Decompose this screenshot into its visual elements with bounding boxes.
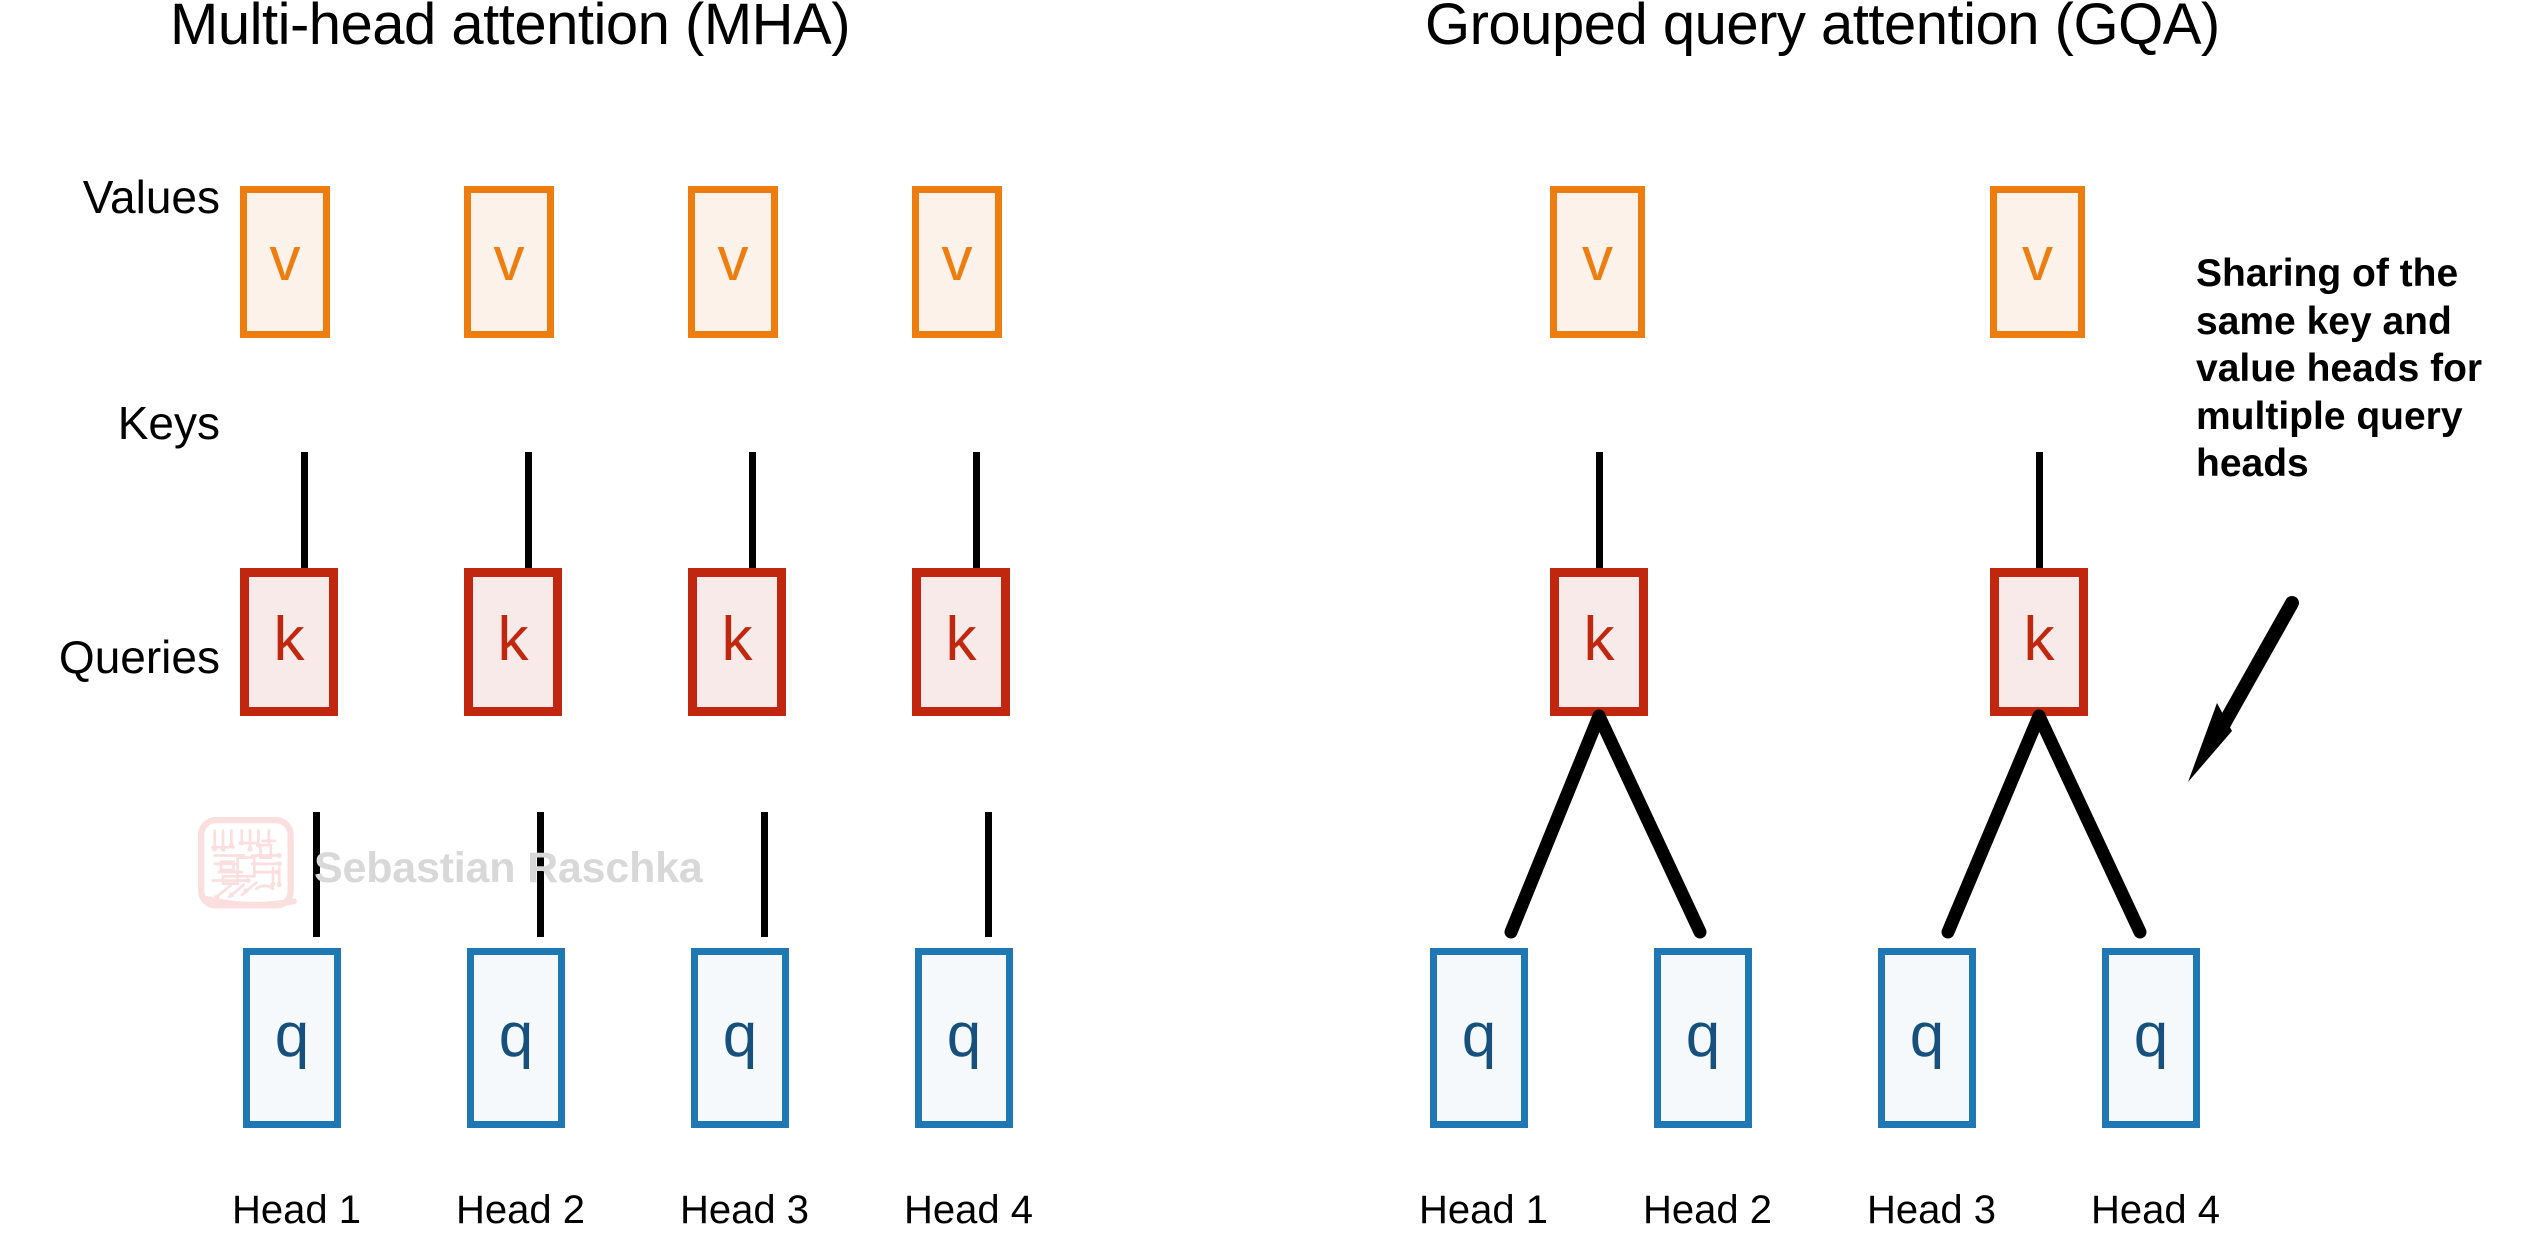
mha-connector-value-key-head-3	[749, 452, 756, 568]
mha-connector-key-query-head-2	[537, 812, 544, 937]
query-glyph: q	[1685, 1001, 1721, 1070]
gqa-branch-group-2-right	[2032, 709, 2147, 939]
query-glyph: q	[946, 1001, 982, 1070]
query-glyph: q	[2133, 1001, 2169, 1070]
mha-value-cell-head-3[interactable]: v	[688, 186, 778, 338]
value-glyph: v	[941, 225, 973, 294]
query-glyph: q	[274, 1001, 310, 1070]
mha-key-cell-head-3[interactable]: k	[688, 568, 786, 716]
mha-key-cell-head-4[interactable]: k	[912, 568, 1010, 716]
circuit-board-logo-icon	[198, 817, 297, 909]
gqa-head-label-3: Head 3	[1867, 1188, 1996, 1232]
gqa-value-cell-group-2[interactable]: v	[1990, 186, 2085, 338]
mha-connector-value-key-head-2	[525, 452, 532, 568]
gqa-key-cell-group-1[interactable]: k	[1550, 568, 1648, 716]
gqa-connector-value-key-group-1	[1596, 452, 1603, 568]
panel-title-mha: Multi-head attention (MHA)	[170, 0, 851, 57]
mha-connector-value-key-head-1	[301, 452, 308, 568]
mha-head-label-3: Head 3	[680, 1188, 809, 1232]
key-glyph: k	[273, 605, 305, 674]
gqa-head-label-2: Head 2	[1643, 1188, 1772, 1232]
watermark-text: Sebastian Raschka	[314, 843, 703, 892]
value-glyph: v	[717, 225, 749, 294]
gqa-value-cell-group-1[interactable]: v	[1550, 186, 1645, 338]
mha-query-cell-head-4[interactable]: q	[915, 948, 1013, 1128]
value-glyph: v	[2022, 225, 2053, 294]
query-glyph: q	[1909, 1001, 1945, 1070]
mha-key-cell-head-1[interactable]: k	[240, 568, 338, 716]
mha-query-cell-head-2[interactable]: q	[467, 948, 565, 1128]
value-glyph: v	[1582, 225, 1613, 294]
value-glyph: v	[269, 225, 301, 294]
mha-head-label-4: Head 4	[904, 1188, 1033, 1232]
key-glyph: k	[1583, 605, 1615, 674]
query-glyph: q	[722, 1001, 758, 1070]
key-glyph: k	[945, 605, 977, 674]
row-label-keys: Keys	[117, 397, 220, 449]
gqa-branch-group-1-left	[1504, 709, 1606, 939]
mha-query-cell-head-1[interactable]: q	[243, 948, 341, 1128]
gqa-query-cell-head-1[interactable]: q	[1430, 948, 1528, 1128]
gqa-head-label-4: Head 4	[2091, 1188, 2220, 1232]
mha-connector-key-query-head-1	[313, 812, 320, 937]
mha-head-label-2: Head 2	[456, 1188, 585, 1232]
mha-head-label-1: Head 1	[232, 1188, 361, 1232]
mha-key-cell-head-2[interactable]: k	[464, 568, 562, 716]
mha-connector-key-query-head-3	[761, 812, 768, 937]
mha-value-cell-head-4[interactable]: v	[912, 186, 1002, 338]
value-glyph: v	[493, 225, 525, 294]
annotation-arrow	[2188, 596, 2299, 782]
row-label-queries: Queries	[58, 631, 220, 683]
gqa-head-label-1: Head 1	[1419, 1188, 1548, 1232]
panel-title-gqa: Grouped query attention (GQA)	[1425, 0, 2220, 57]
mha-value-cell-head-1[interactable]: v	[240, 186, 330, 338]
key-glyph: k	[2023, 605, 2055, 674]
key-glyph: k	[497, 605, 529, 674]
gqa-branch-group-2-left	[1941, 709, 2046, 939]
gqa-query-cell-head-2[interactable]: q	[1654, 948, 1752, 1128]
annotation-text: Sharing of the same key and value heads …	[2196, 252, 2483, 486]
gqa-query-cell-head-4[interactable]: q	[2102, 948, 2200, 1128]
row-label-values: Values	[82, 171, 220, 223]
watermark: Sebastian Raschka	[196, 816, 703, 920]
query-glyph: q	[498, 1001, 534, 1070]
gqa-query-cell-head-3[interactable]: q	[1878, 948, 1976, 1128]
gqa-connector-value-key-group-2	[2036, 452, 2043, 568]
mha-query-cell-head-3[interactable]: q	[691, 948, 789, 1128]
gqa-branch-group-1-right	[1592, 709, 1707, 939]
mha-value-cell-head-2[interactable]: v	[464, 186, 554, 338]
mha-connector-key-query-head-4	[985, 812, 992, 937]
mha-connector-value-key-head-4	[973, 452, 980, 568]
query-glyph: q	[1461, 1001, 1497, 1070]
key-glyph: k	[721, 605, 753, 674]
gqa-key-cell-group-2[interactable]: k	[1990, 568, 2088, 716]
